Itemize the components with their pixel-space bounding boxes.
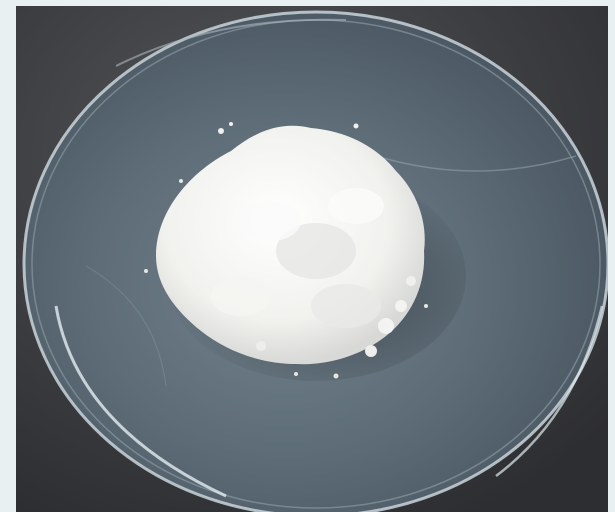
photo [16,6,608,512]
watch-glass-rim [22,10,608,512]
powder-on-watch-glass-icon [16,6,608,512]
